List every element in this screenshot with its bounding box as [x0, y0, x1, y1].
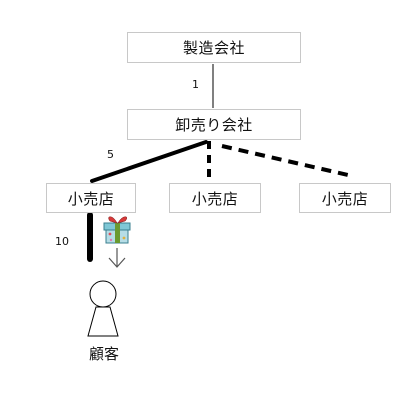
gift-box-icon: [103, 216, 131, 244]
node-wholesaler-label: 卸売り会社: [175, 116, 253, 134]
node-wholesaler: 卸売り会社: [127, 109, 301, 140]
customer-label: 顧客: [88, 345, 119, 363]
edge-wholesaler-retailer-3: [221, 144, 349, 177]
node-retailer-1: 小売店: [46, 183, 136, 213]
node-retailer-3: 小売店: [299, 183, 391, 213]
edge-label-wholesaler-retailer-1: 5: [107, 148, 114, 161]
node-retailer-1-label: 小売店: [67, 189, 115, 208]
node-maker-label: 製造会社: [182, 39, 245, 57]
person-icon: [87, 280, 119, 337]
edge-wholesaler-retailer-1: [90, 140, 208, 183]
edge-label-retailer-1-customer: 10: [55, 235, 69, 248]
node-retailer-2: 小売店: [169, 183, 261, 213]
node-retailer-3-label: 小売店: [321, 189, 369, 208]
node-maker: 製造会社: [127, 32, 301, 63]
edge-label-maker-wholesaler: 1: [192, 78, 199, 91]
node-retailer-2-label: 小売店: [191, 189, 239, 208]
arrow-down-icon: [108, 248, 126, 268]
